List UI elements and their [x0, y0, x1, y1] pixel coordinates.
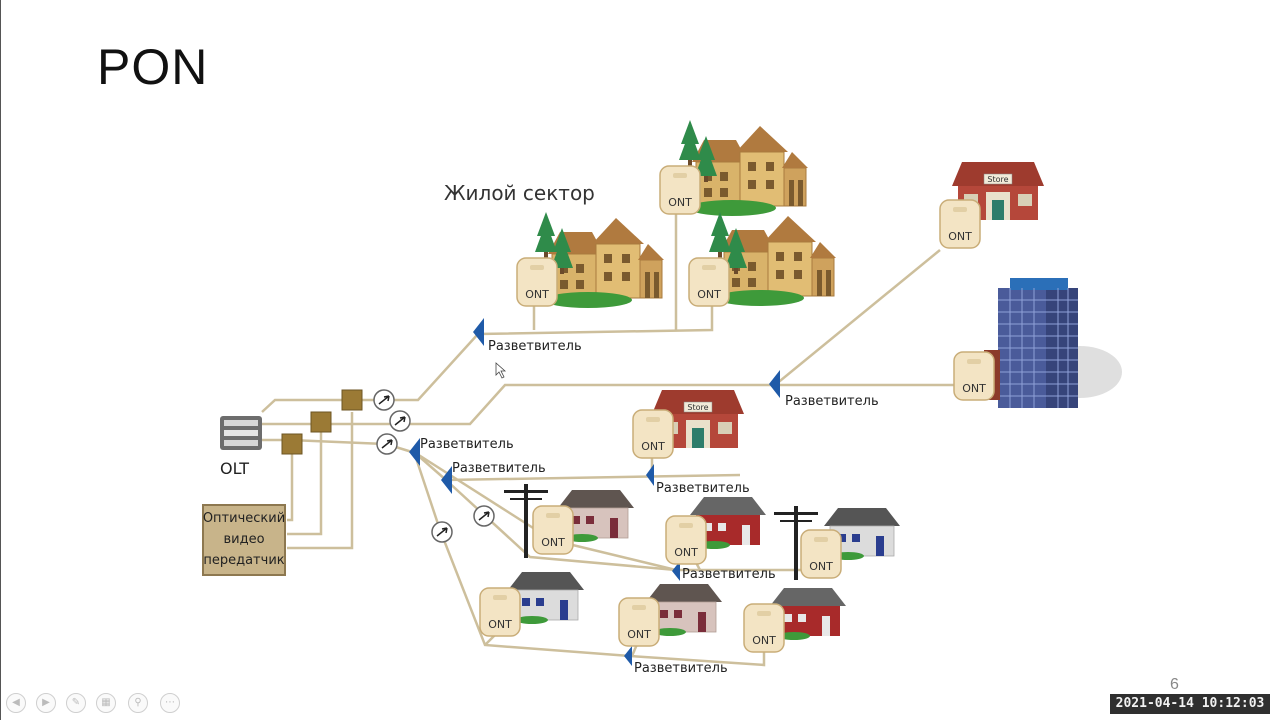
ont-label: ONT	[627, 628, 651, 641]
residential-sector-label: Жилой сектор	[444, 181, 595, 205]
ont-device: ONT	[516, 257, 558, 307]
ont-device: ONT	[659, 165, 701, 215]
recording-timestamp: 2021-04-14 10:12:03	[1110, 694, 1270, 714]
amplifier-icon	[473, 505, 495, 527]
transmitter-label-line-3: передатчик	[203, 553, 284, 568]
store-sign: Store	[987, 175, 1008, 184]
slide-title: PON	[97, 39, 209, 95]
amplifier-icon	[389, 410, 411, 432]
store-building: Store	[951, 161, 1045, 221]
amplifier-icon	[376, 433, 398, 455]
slide-left-border	[0, 0, 1, 720]
ont-label: ONT	[674, 546, 698, 559]
zoom-icon[interactable]: ⚲	[128, 693, 148, 713]
ont-device: ONT	[939, 199, 981, 249]
splitter-label: Разветвитель	[488, 339, 582, 354]
ont-device: ONT	[479, 587, 521, 637]
ont-device: ONT	[665, 515, 707, 565]
olt-device	[220, 416, 262, 450]
ont-label: ONT	[488, 618, 512, 631]
ont-label: ONT	[948, 230, 972, 243]
ont-label: ONT	[525, 288, 549, 301]
ont-device: ONT	[688, 257, 730, 307]
splitter-icon	[409, 438, 420, 466]
store-building: Store	[651, 389, 745, 449]
transmitter-label-line-2: видео	[223, 532, 264, 547]
splitter-label: Разветвитель	[656, 481, 750, 496]
olt-label: OLT	[220, 459, 249, 478]
splitter-icon	[624, 646, 632, 666]
slides-grid-icon[interactable]: ▦	[96, 693, 116, 713]
ont-device: ONT	[953, 351, 995, 401]
amplifier-icon	[373, 389, 395, 411]
splitter-icon	[646, 464, 654, 486]
wdm-coupler	[310, 411, 332, 433]
ont-device: ONT	[743, 603, 785, 653]
splitter-icon	[473, 318, 484, 346]
store-sign: Store	[687, 403, 708, 412]
splitter-icon	[769, 370, 780, 398]
splitter-icon	[672, 561, 680, 581]
splitter-icon	[441, 466, 452, 494]
ont-label: ONT	[809, 560, 833, 573]
next-slide-icon[interactable]: ▶	[36, 693, 56, 713]
ont-device: ONT	[800, 529, 842, 579]
ont-device: ONT	[632, 409, 674, 459]
ont-device: ONT	[532, 505, 574, 555]
ont-label: ONT	[962, 382, 986, 395]
video-transmitter: Оптический видео передатчик	[202, 504, 286, 576]
ont-label: ONT	[541, 536, 565, 549]
ont-label: ONT	[668, 196, 692, 209]
ont-label: ONT	[641, 440, 665, 453]
ont-label: ONT	[752, 634, 776, 647]
office-building	[984, 278, 1122, 408]
transmitter-label-line-1: Оптический	[203, 511, 285, 526]
page-number: 6	[1170, 676, 1179, 693]
wdm-coupler	[281, 433, 303, 455]
splitter-label: Разветвитель	[634, 661, 728, 676]
prev-slide-icon[interactable]: ◀	[6, 693, 26, 713]
ont-label: ONT	[697, 288, 721, 301]
pen-icon[interactable]: ✎	[66, 693, 86, 713]
splitter-label: Разветвитель	[452, 461, 546, 476]
amplifier-icon	[431, 521, 453, 543]
mouse-cursor-icon	[495, 362, 507, 379]
splitter-label: Разветвитель	[420, 437, 514, 452]
more-options-icon[interactable]: ⋯	[160, 693, 180, 713]
splitter-label: Разветвитель	[682, 567, 776, 582]
splitter-label: Разветвитель	[785, 394, 879, 409]
ont-device: ONT	[618, 597, 660, 647]
wdm-coupler	[341, 389, 363, 411]
